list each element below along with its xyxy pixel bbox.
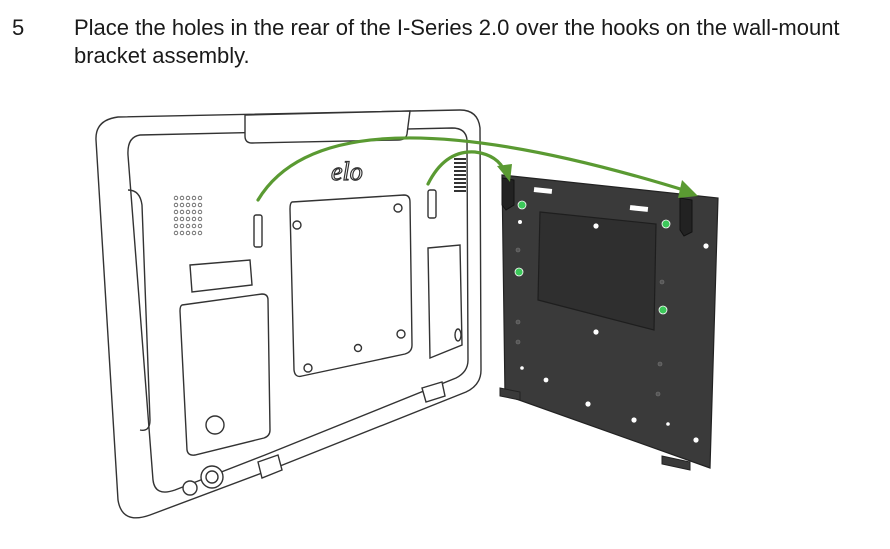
arrow-head-left: [497, 164, 512, 182]
power-button-inner: [205, 470, 219, 484]
green-screw: [661, 219, 671, 229]
speaker-grill: [173, 195, 203, 236]
bracket-foot-right: [661, 455, 691, 471]
arrow-left-hook: [256, 136, 692, 202]
bracket-holes: [518, 220, 709, 443]
monitor-right-panel: [427, 244, 463, 360]
step-text: Place the holes in the rear of the I-Ser…: [74, 15, 840, 68]
speaker-grill-right: [454, 158, 466, 192]
monitor-rear: [95, 109, 482, 519]
left-hook-hole: [253, 214, 263, 248]
arrow-heads: [497, 164, 698, 198]
aux-button: [182, 480, 198, 496]
green-screw: [658, 305, 668, 315]
cable-clip-left: [257, 454, 283, 479]
bracket-hook-right: [679, 197, 693, 237]
bracket-top-slot-right: [629, 205, 649, 212]
bracket-top-slot-left: [533, 187, 553, 194]
bracket-foot-left: [499, 387, 521, 401]
instruction-step: 5 Place the holes in the rear of the I-S…: [0, 0, 890, 80]
right-hook-hole: [427, 189, 437, 219]
step-number: 5: [12, 15, 25, 40]
alignment-arrows: [256, 136, 692, 202]
green-screws: [514, 200, 671, 315]
monitor-lower-left-panel: [179, 293, 271, 456]
wall-mount-bracket: [499, 174, 719, 471]
arrow-right-hook: [426, 150, 507, 186]
wall-mount-illustration: elo: [95, 109, 719, 519]
bracket-window: [537, 211, 657, 331]
cable-clip-right: [421, 381, 446, 403]
bracket-hook-left: [501, 177, 515, 211]
elo-logo: elo: [331, 157, 363, 186]
vesa-plate: [289, 194, 413, 378]
bracket-small-holes: [515, 247, 665, 397]
monitor-left-grip: [127, 189, 151, 431]
green-screw: [514, 267, 524, 277]
green-screw: [517, 200, 527, 210]
arrow-head-right: [678, 180, 698, 198]
monitor-recess: [189, 259, 253, 293]
monitor-handle-slot: [244, 110, 411, 144]
